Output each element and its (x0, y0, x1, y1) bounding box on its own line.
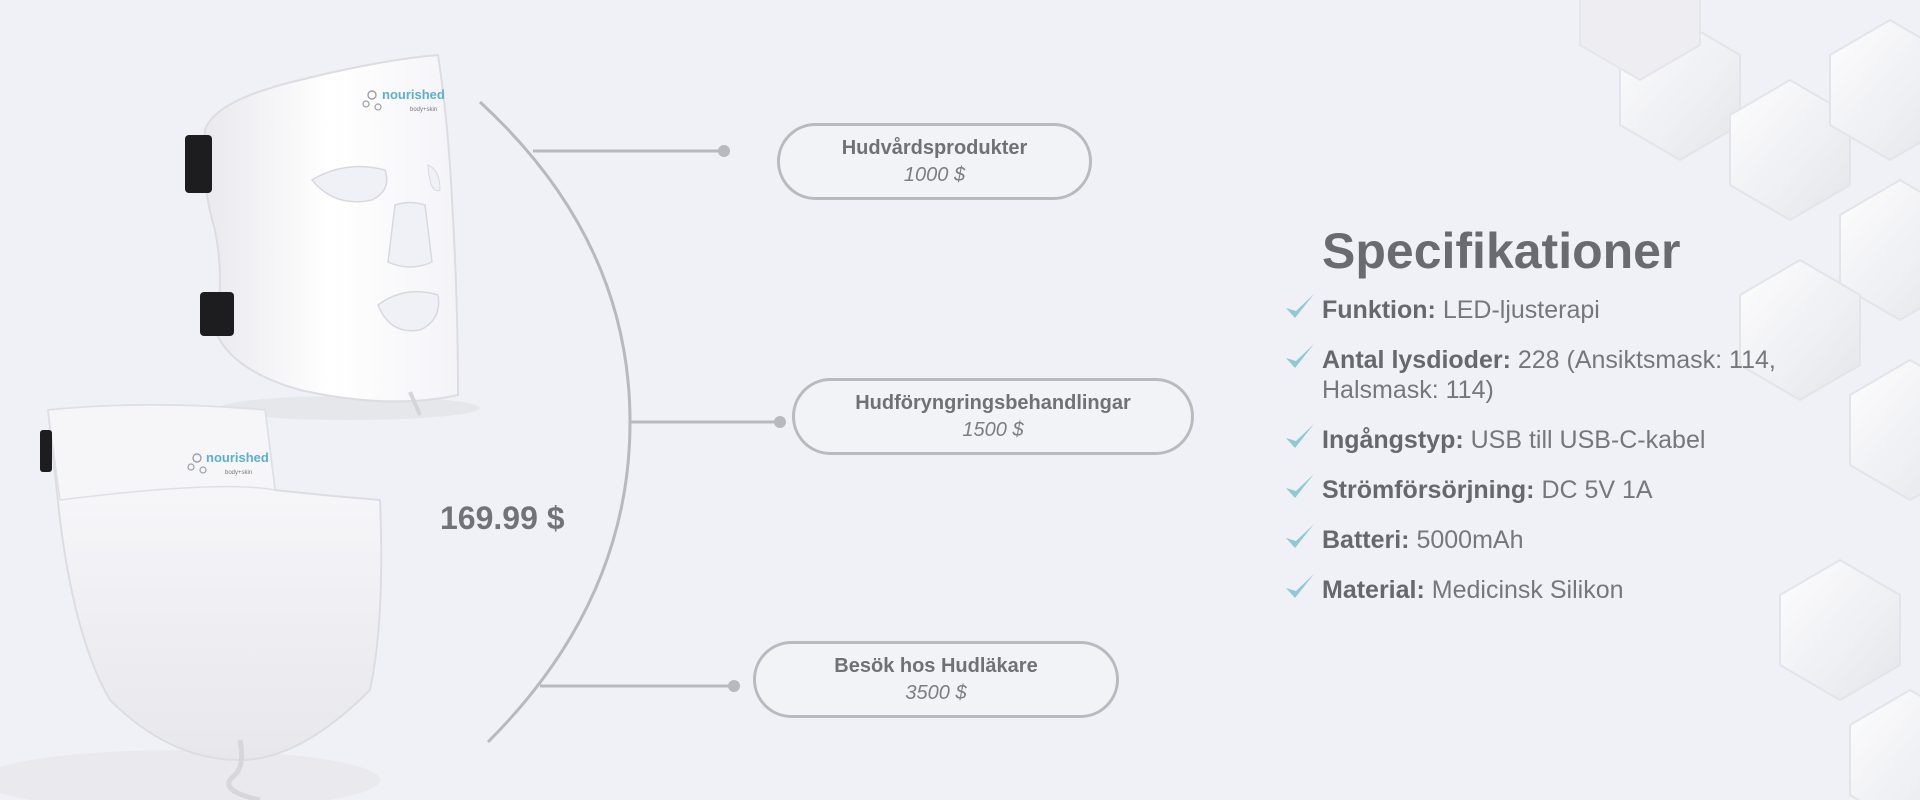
face-mask-icon (185, 53, 480, 420)
spec-value: USB till USB-C-kabel (1470, 426, 1706, 454)
comparison-pill-dermatologist[interactable]: Besök hos Hudläkare 3500 $ (753, 641, 1119, 718)
comparison-title: Hudföryngringsbehandlingar (855, 392, 1131, 414)
specifications-title: Specifikationer (1322, 223, 1681, 279)
comparison-pill-rejuvenation[interactable]: Hudföryngringsbehandlingar 1500 $ (792, 378, 1194, 455)
checkmark-icon (1286, 294, 1314, 318)
product-price: 169.99 $ (440, 500, 565, 536)
spec-item-power-supply: Strömförsörjning: DC 5V 1A (1284, 474, 1804, 505)
comparison-arc (478, 100, 632, 744)
brand-logo-neck: nourished (206, 450, 269, 465)
spec-key: Funktion: (1322, 296, 1436, 324)
comparison-price: 1000 $ (903, 164, 966, 186)
spec-value: LED-ljusterapi (1442, 296, 1600, 324)
brand-tagline-face: body+skin (410, 107, 437, 113)
spec-key: Strömförsörjning: (1322, 476, 1535, 504)
spec-value: DC 5V 1A (1541, 476, 1653, 504)
comparison-price: 1500 $ (962, 419, 1024, 441)
checkmark-icon (1286, 524, 1314, 548)
comparison-title: Hudvårdsprodukter (841, 137, 1028, 159)
checkmark-icon (1286, 474, 1314, 498)
brand-tagline-neck: body+skin (225, 470, 252, 476)
spec-item-battery: Batteri: 5000mAh (1284, 524, 1804, 555)
connector-lines (533, 145, 786, 692)
spec-item-input-type: Ingångstyp: USB till USB-C-kabel (1284, 424, 1804, 455)
checkmark-icon (1286, 574, 1314, 598)
spec-key: Batteri: (1322, 526, 1410, 554)
neck-mask-icon (0, 404, 383, 800)
checkmark-icon (1286, 344, 1314, 368)
spec-value: Medicinsk Silikon (1431, 576, 1624, 604)
spec-key: Antal lysdioder: (1322, 346, 1511, 374)
spec-value: 5000mAh (1416, 526, 1524, 554)
specifications-list: Funktion: LED-ljusterapi Antal lysdioder… (1284, 294, 1804, 625)
spec-item-function: Funktion: LED-ljusterapi (1284, 294, 1804, 325)
brand-logo-face: nourished (382, 87, 445, 102)
spec-key: Material: (1322, 576, 1425, 604)
comparison-pill-skincare[interactable]: Hudvårdsprodukter 1000 $ (777, 123, 1092, 200)
spec-value: 228 (Ansiktsmask: 114, Halsmask: 114) (1322, 346, 1776, 404)
spec-key: Ingångstyp: (1322, 426, 1464, 454)
spec-item-led-count: Antal lysdioder: 228 (Ansiktsmask: 114, … (1284, 344, 1804, 405)
comparison-title: Besök hos Hudläkare (834, 655, 1038, 677)
checkmark-icon (1286, 424, 1314, 448)
comparison-price: 3500 $ (905, 682, 967, 704)
spec-item-material: Material: Medicinsk Silikon (1284, 574, 1804, 605)
